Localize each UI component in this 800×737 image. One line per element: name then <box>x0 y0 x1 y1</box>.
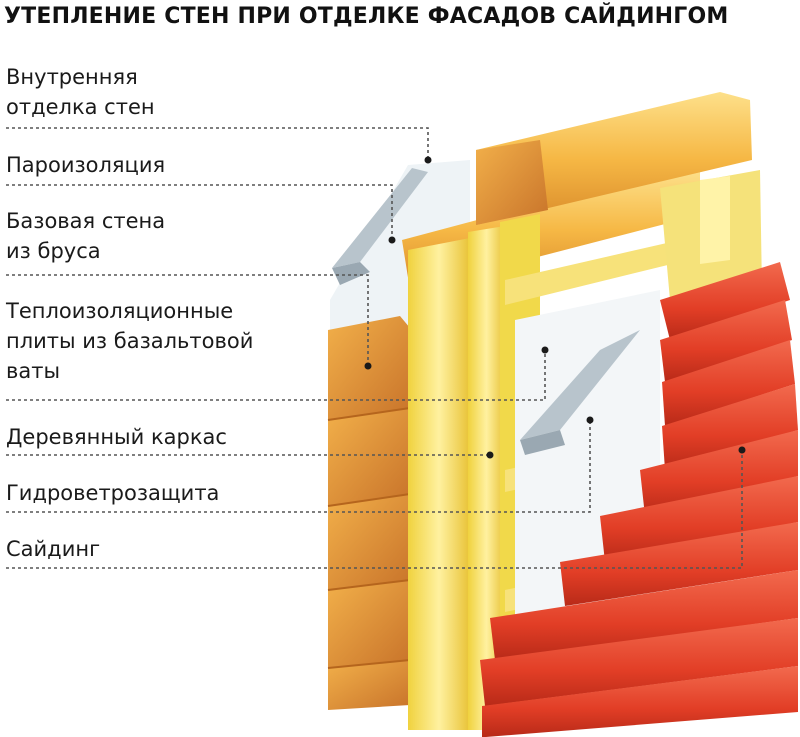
leader-base-wall <box>6 274 369 366</box>
wood-frame <box>408 170 762 730</box>
label-base-wall: Базовая стена из бруса <box>6 209 166 263</box>
leader-interior-finish <box>6 127 429 160</box>
diagram-title: УТЕПЛЕНИЕ СТЕН ПРИ ОТДЕЛКЕ ФАСАДОВ САЙДИ… <box>4 4 729 29</box>
leader-lines <box>6 127 743 569</box>
leader-wind-barrier <box>6 420 591 513</box>
label-interior-finish: Внутренняя отделка стен <box>6 65 155 119</box>
label-insulation: Теплоизоляционные плиты из базальтовой в… <box>6 299 254 383</box>
leader-vapor-barrier <box>6 184 393 240</box>
siding-panels <box>480 262 798 737</box>
label-wind-barrier: Гидроветрозащита <box>6 481 220 505</box>
label-vapor-barrier: Пароизоляция <box>6 153 166 177</box>
vapor-barrier-layer <box>332 168 428 285</box>
leader-dots <box>364 156 746 459</box>
leader-insulation <box>6 350 546 401</box>
base-wall-logs <box>327 316 411 710</box>
label-siding: Сайдинг <box>6 537 101 561</box>
label-wood-frame: Деревянный каркас <box>6 425 227 449</box>
